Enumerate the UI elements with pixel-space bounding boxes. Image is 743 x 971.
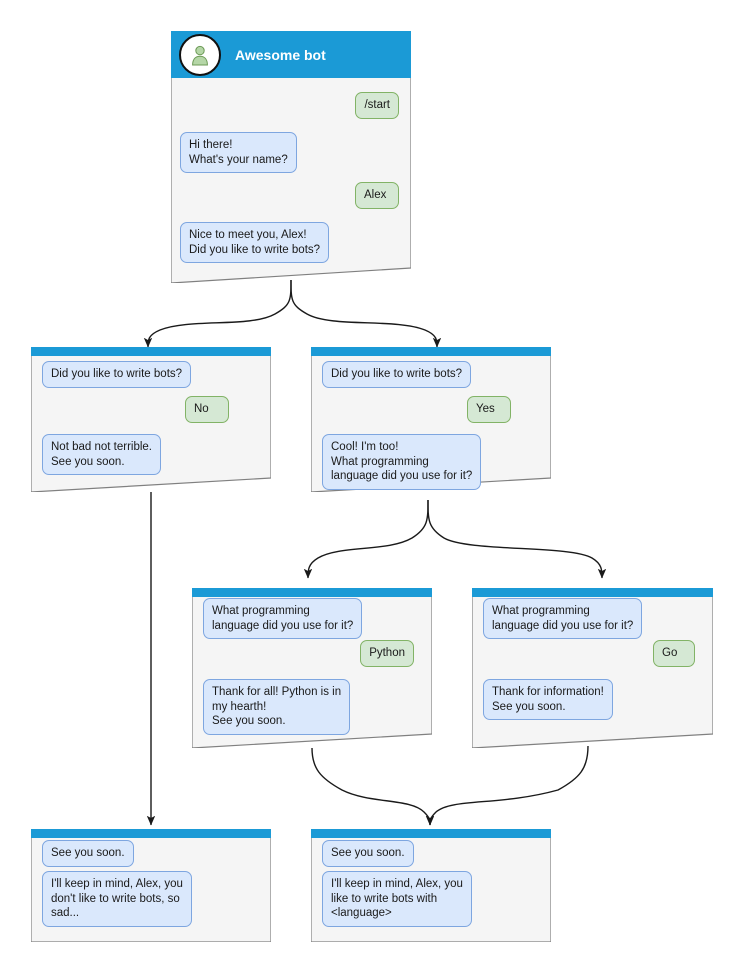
chat-area-language-go: What programming language did you use fo…: [472, 597, 713, 720]
card-answer-yes[interactable]: Did you like to write bots? Yes Cool! I'…: [311, 347, 551, 492]
chat-area-language-python: What programming language did you use fo…: [192, 597, 432, 735]
card-header-language-go: [472, 588, 713, 597]
card-language-python[interactable]: What programming language did you use fo…: [192, 588, 432, 748]
message-bot: Thank for information! See you soon.: [483, 679, 613, 720]
chat-area-answer-yes: Did you like to write bots? Yes Cool! I'…: [311, 356, 551, 490]
card-header-answer-no: [31, 347, 271, 356]
message-bot: What programming language did you use fo…: [483, 598, 643, 639]
card-language-go[interactable]: What programming language did you use fo…: [472, 588, 713, 748]
message-bot: Did you like to write bots?: [42, 361, 192, 388]
edge-yes-to-go: [427, 499, 607, 579]
message-bot: I'll keep in mind, Alex, you like to wri…: [322, 871, 472, 927]
message-bot: I'll keep in mind, Alex, you don't like …: [42, 871, 192, 927]
message-bot: What programming language did you use fo…: [203, 598, 363, 639]
message-bot: Nice to meet you, Alex! Did you like to …: [180, 222, 330, 263]
edge-start-to-no: [143, 279, 292, 348]
card-start[interactable]: Awesome bot /start Hi there! What's your…: [171, 31, 411, 283]
card-header-end-happy: [311, 829, 551, 838]
avatar: [179, 33, 221, 76]
card-answer-no[interactable]: Did you like to write bots? No Not bad n…: [31, 347, 271, 492]
card-header-end-sad: [31, 829, 271, 838]
edge-start-to-yes: [290, 279, 442, 348]
message-user: No: [185, 396, 229, 423]
edge-python-to-end-happy: [311, 747, 435, 826]
message-bot: See you soon.: [322, 840, 414, 867]
chat-area-start: /start Hi there! What's your name? Alex …: [171, 78, 411, 263]
message-user: Yes: [467, 396, 511, 423]
message-bot: Not bad not terrible. See you soon.: [42, 434, 162, 475]
message-user: /start: [355, 92, 399, 119]
card-header-language-python: [192, 588, 432, 597]
card-end-sad[interactable]: See you soon. I'll keep in mind, Alex, y…: [31, 829, 271, 942]
chat-area-end-happy: See you soon. I'll keep in mind, Alex, y…: [311, 838, 551, 927]
bot-name-label: Awesome bot: [235, 46, 326, 63]
message-user: Go: [653, 640, 695, 667]
message-bot: See you soon.: [42, 840, 134, 867]
message-bot: Hi there! What's your name?: [180, 132, 297, 173]
chat-area-answer-no: Did you like to write bots? No Not bad n…: [31, 356, 271, 475]
message-user: Alex: [355, 182, 399, 209]
chat-area-end-sad: See you soon. I'll keep in mind, Alex, y…: [31, 838, 271, 927]
person-icon: [192, 45, 208, 65]
card-header-start: Awesome bot: [171, 31, 411, 78]
card-end-happy[interactable]: See you soon. I'll keep in mind, Alex, y…: [311, 829, 551, 942]
message-bot: Did you like to write bots?: [322, 361, 472, 388]
message-bot: Cool! I'm too! What programming language…: [322, 434, 482, 490]
edge-go-to-end-happy: [425, 745, 589, 826]
message-bot: Thank for all! Python is in my hearth! S…: [203, 679, 351, 735]
message-user: Python: [360, 640, 414, 667]
card-header-answer-yes: [311, 347, 551, 356]
edge-yes-to-python: [303, 499, 429, 579]
